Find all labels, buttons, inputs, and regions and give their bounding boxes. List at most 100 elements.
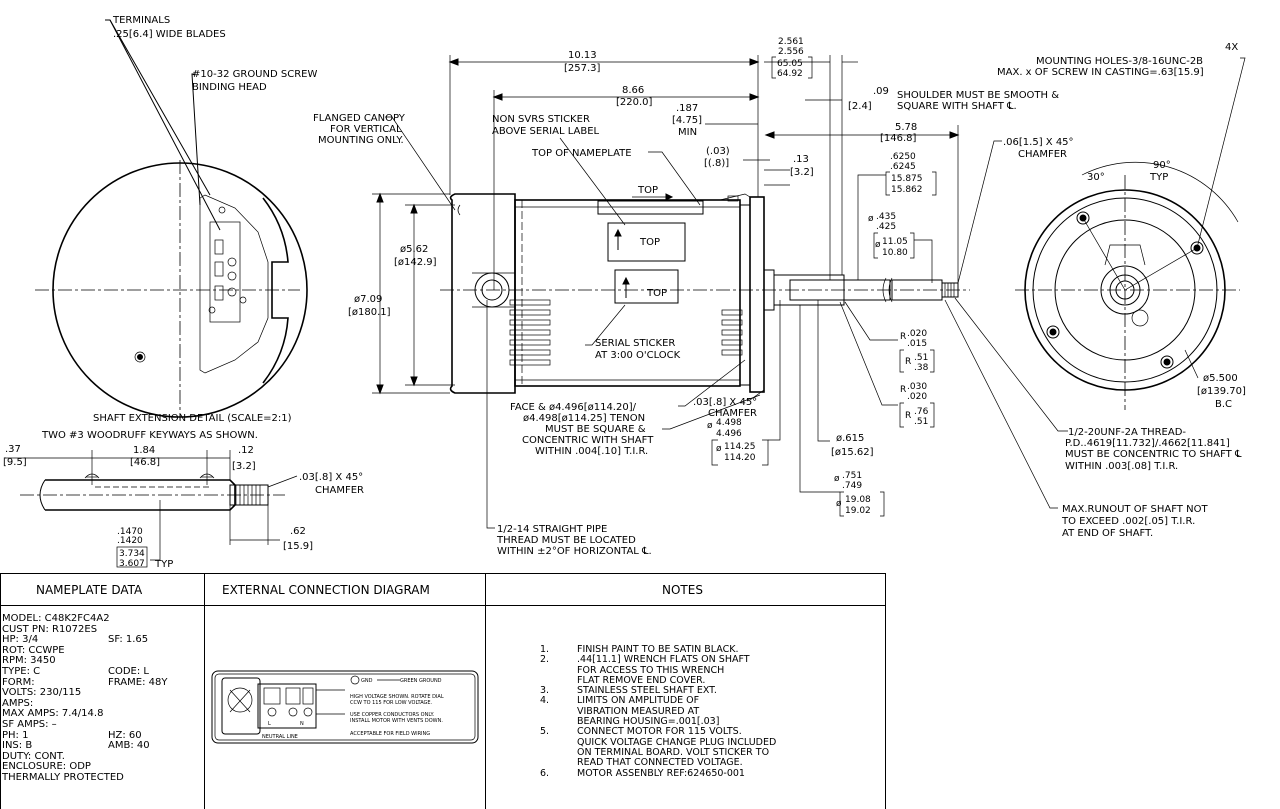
thread-note-1: 1/2-20UNF-2A THREAD- xyxy=(1068,427,1186,438)
canopy-label-2: FOR VERTICAL xyxy=(330,124,402,135)
ground-icon xyxy=(350,675,360,685)
dim-435: .435 xyxy=(876,212,896,222)
note-text: READ THAT CONNECTED VOLTAGE. xyxy=(577,757,743,769)
dim-1470: .1470 xyxy=(117,527,143,537)
nameplate-row: CUST PN: R1072ES xyxy=(2,623,202,636)
note-text: STAINLESS STEEL SHAFT EXT. xyxy=(577,685,717,697)
note-line: QUICK VOLTAGE CHANGE PLUG INCLUDED xyxy=(540,736,840,748)
nameplate-field: VOLTS: 230/115 xyxy=(2,687,82,699)
terminal-l-label: L xyxy=(268,721,271,727)
chamfer-06-1: .06[1.5] X 45° xyxy=(1003,137,1074,148)
ground-screw-label: #10-32 GROUND SCREW xyxy=(192,69,317,80)
serial-sticker-2: AT 3:00 O'CLOCK xyxy=(595,350,681,361)
dim-37: .37 xyxy=(5,444,21,455)
nameplate-field: DUTY: CONT. xyxy=(2,750,65,762)
note-line: 6. MOTOR ASSENBLY REF:624650-001 xyxy=(540,767,840,779)
note-text: BEARING HOUSING=.001[.03] xyxy=(577,716,720,728)
dim-749: .749 xyxy=(842,481,862,491)
left-end-view: TERMINALS .25[6.4] WIDE BLADES #10-32 GR… xyxy=(35,15,317,420)
mm-1908: 19.08 xyxy=(845,495,871,505)
svg-text:R: R xyxy=(905,357,911,367)
angle-30: 30° xyxy=(1087,172,1105,183)
chamfer-06-2: CHAMFER xyxy=(1018,149,1067,160)
nameplate-field: FORM: xyxy=(2,676,35,688)
note-text: QUICK VOLTAGE CHANGE PLUG INCLUDED xyxy=(577,736,777,748)
min-187-dim: .187 xyxy=(676,103,698,114)
dia-709: ø7.09 xyxy=(354,294,382,305)
nameplate-field: SF AMPS: – xyxy=(2,718,57,730)
nameplate-field: AMPS: xyxy=(2,697,34,709)
serial-top-label: TOP xyxy=(646,288,667,299)
pipe-thread-3: WITHIN ±2°OF HORIZONTAL ℄. xyxy=(497,546,652,557)
copper-note-2: INSTALL MOTOR WITH VENTS DOWN. xyxy=(350,718,443,724)
pipe-thread-1: 1/2-14 STRAIGHT PIPE xyxy=(497,524,607,535)
dim-13: .13 xyxy=(793,154,809,165)
thread-note-4: WITHIN .003[.08] T.I.R. xyxy=(1065,461,1178,472)
canopy-label-3: MOUNTING ONLY. xyxy=(318,135,404,146)
note-text: MOTOR ASSENBLY REF:624650-001 xyxy=(577,767,745,779)
binding-head-label: BINDING HEAD xyxy=(192,82,267,93)
nameplate-field-secondary: AMB: 40 xyxy=(108,740,150,752)
r-51: .51 xyxy=(914,353,928,363)
note-line: FLAT REMOVE END COVER. xyxy=(540,675,840,686)
note-line: FOR ACCESS TO THIS WRENCH xyxy=(540,665,840,676)
note-text: VIBRATION MEASURED AT xyxy=(577,705,700,717)
nameplate-field: INS: B xyxy=(2,740,33,752)
svg-text:ø: ø xyxy=(836,499,842,509)
mm-6505: 65.05 xyxy=(777,59,803,69)
dia-709-mm: [ø180.1] xyxy=(348,307,391,318)
thread-note-3: MUST BE CONCENTRIC TO SHAFT ℄ xyxy=(1065,449,1242,460)
dim-6245: .6245 xyxy=(890,162,916,172)
overall-length-dim: 10.13 xyxy=(568,50,597,61)
mm-15875: 15.875 xyxy=(891,174,923,184)
shoulder-note-2: SQUARE WITH SHAFT ℄. xyxy=(897,101,1017,112)
shaft-extension-detail: SHAFT EXTENSION DETAIL (SCALE=2:1) TWO #… xyxy=(3,413,364,570)
sticker-top-label: TOP xyxy=(639,237,660,248)
svg-text:R: R xyxy=(905,411,911,421)
svg-text:ø: ø xyxy=(875,240,881,250)
nameplate-field: ENCLOSURE: ODP xyxy=(2,761,91,773)
dim-3734: 3.734 xyxy=(119,549,145,559)
dia-562: ø5.62 xyxy=(400,244,428,255)
note-line: 4.LIMITS ON AMPLITUDE OF xyxy=(540,695,840,707)
shoulder-note-1: SHOULDER MUST BE SMOOTH & xyxy=(897,90,1059,101)
dia-562-mm: [ø142.9] xyxy=(394,257,437,268)
note-text: FINISH PAINT TO BE SATIN BLACK. xyxy=(577,644,739,655)
shaft-dimensions: 2.561 2.556 65.05 64.92 .09 SHOULDER MUS… xyxy=(764,37,1074,517)
motor-side-view: TOP TOP TOP 10.13 [257.3] 8.66 [220 xyxy=(313,50,970,557)
note-line: 3. STAINLESS STEEL SHAFT EXT. xyxy=(540,685,840,697)
note-number: 4. xyxy=(540,695,550,707)
runout-note-3: AT END OF SHAFT. xyxy=(1062,528,1153,539)
dim-12-mm: [3.2] xyxy=(232,461,256,472)
note-number: 6. xyxy=(540,767,550,779)
nameplate-field: CUST PN: R1072ES xyxy=(2,623,98,635)
nameplate-field: TYPE: C xyxy=(2,665,41,677)
r-76: .76 xyxy=(914,407,929,417)
dim-751: .751 xyxy=(842,471,862,481)
svg-text:R: R xyxy=(900,385,906,395)
nameplate-field: PH: 1 xyxy=(2,729,29,741)
note-number: 3. xyxy=(540,685,550,697)
dim-578-mm: [146.8] xyxy=(880,133,917,144)
nameplate-row: DUTY: CONT. xyxy=(2,750,202,763)
shoulder-mm: [2.4] xyxy=(848,101,872,112)
bc-mm: [ø139.70] xyxy=(1197,386,1246,397)
paren-03-dim: (.03) xyxy=(706,146,730,157)
terminals-label: TERMINALS xyxy=(112,15,170,26)
face-note-2: ø4.498[ø114.25] TENON xyxy=(523,413,645,424)
body-length-dim: 8.66 xyxy=(622,85,644,96)
svg-text:ø: ø xyxy=(868,214,874,224)
dim-1420: .1420 xyxy=(117,536,143,546)
shaft-detail-title: SHAFT EXTENSION DETAIL (SCALE=2:1) xyxy=(93,413,292,424)
mm-15862: 15.862 xyxy=(891,185,923,195)
nameplate-row: INS: B AMB: 40 xyxy=(2,740,202,752)
right-end-view: 30° 90° TYP 4X MOUNTING HOLES-3/8-16UNC-… xyxy=(944,42,1246,539)
dim-184-mm: [46.8] xyxy=(130,457,160,468)
note-text: .44[11.1] WRENCH FLATS ON SHAFT xyxy=(577,654,750,666)
dim-37-mm: [9.5] xyxy=(3,457,27,468)
note-text: ON TERMINAL BOARD. VOLT STICKER TO xyxy=(577,746,770,758)
canopy-label-1: FLANGED CANOPY xyxy=(313,113,406,124)
nameplate-header: NAMEPLATE DATA xyxy=(36,583,143,597)
